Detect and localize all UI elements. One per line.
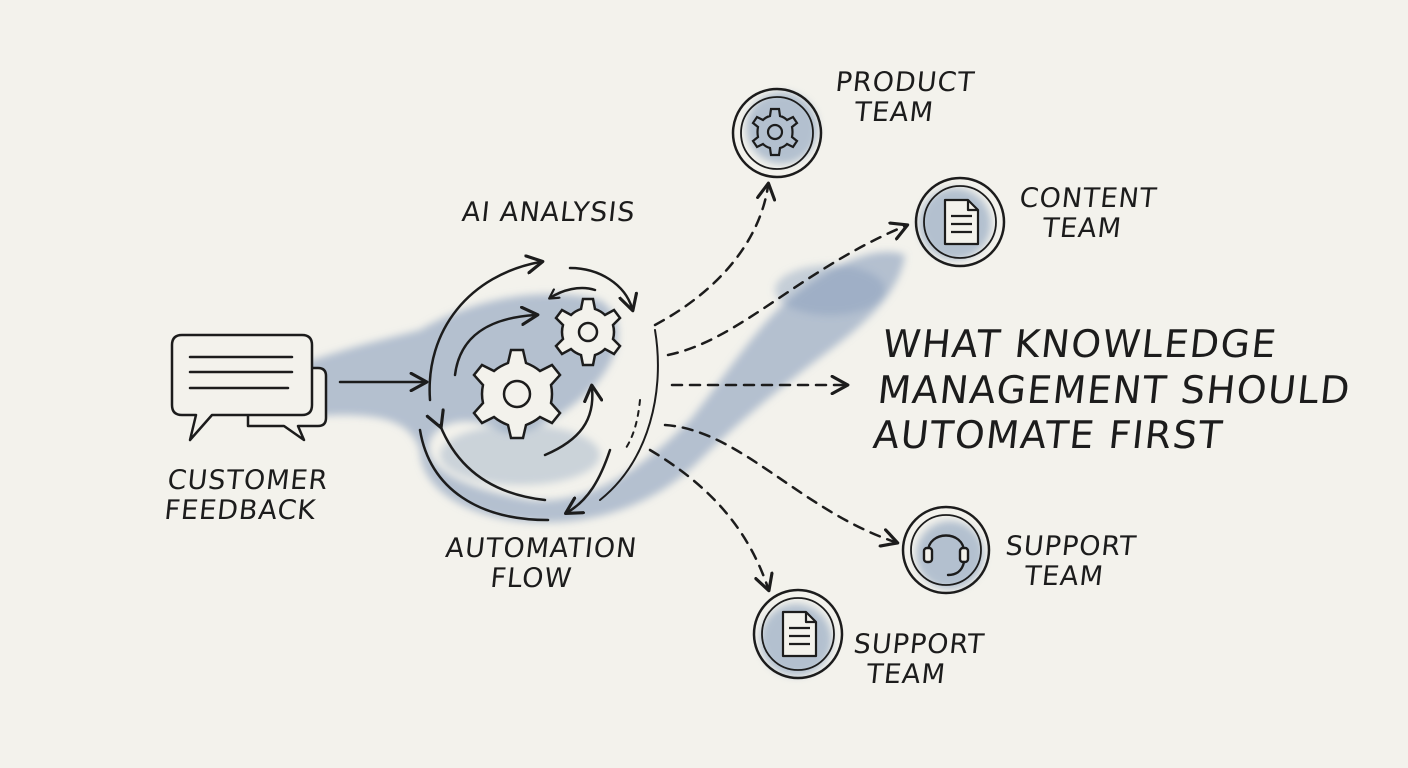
product-team-line-1: PRODUCT — [834, 67, 977, 98]
arrow-to-support-document — [648, 448, 768, 588]
title-line-1: WHAT KNOWLEDGE — [880, 322, 1280, 366]
arrow-to-content-team — [666, 226, 905, 357]
support-team-document-line-1: SUPPORT — [852, 629, 987, 660]
gear-icon — [751, 107, 799, 157]
automation-flow-label: AUTOMATION FLOW — [441, 533, 639, 595]
support-team-document-label: SUPPORT TEAM — [849, 629, 987, 691]
document-icon — [943, 198, 980, 246]
support-team-document-line-2: TEAM — [864, 659, 948, 691]
dashed-connectors — [648, 186, 905, 588]
content-team-node — [914, 176, 1006, 268]
watercolor-wash — [250, 251, 905, 523]
large-gear-icon — [472, 348, 562, 440]
arrow-to-product-team — [653, 186, 768, 327]
support-team-document-node — [752, 588, 844, 680]
document-icon — [781, 610, 818, 658]
gears-cycle-icon — [418, 262, 659, 522]
support-team-headset-label: SUPPORT TEAM — [1001, 531, 1139, 593]
product-team-node — [731, 87, 823, 179]
automation-flow-line-1: AUTOMATION — [444, 533, 639, 564]
ai-analysis-text: AI ANALYSIS — [460, 197, 638, 228]
product-team-line-2: TEAM — [852, 97, 936, 129]
support-team-headset-node — [901, 505, 991, 595]
support-team-headset-line-2: TEAM — [1022, 561, 1106, 593]
automation-flow-line-2: FLOW — [488, 563, 574, 595]
chat-bubbles-icon — [170, 333, 328, 442]
title-line-3: AUTOMATE FIRST — [870, 413, 1226, 458]
ai-analysis-label: AI ANALYSIS — [460, 197, 638, 228]
headset-icon — [922, 534, 970, 577]
product-team-label: PRODUCT TEAM — [831, 67, 977, 129]
title-line-2: MANAGEMENT SHOULD — [875, 367, 1354, 412]
arrow-to-support-headset — [663, 423, 895, 542]
support-team-headset-line-1: SUPPORT — [1004, 531, 1139, 562]
customer-feedback-label: CUSTOMER FEEDBACK — [162, 465, 330, 527]
page-title: WHAT KNOWLEDGE MANAGEMENT SHOULD AUTOMAT… — [871, 322, 1358, 459]
content-team-line-2: TEAM — [1040, 213, 1124, 245]
small-gear-icon — [554, 297, 622, 367]
customer-feedback-line-1: CUSTOMER — [166, 465, 330, 496]
customer-feedback-line-2: FEEDBACK — [162, 495, 318, 527]
content-team-label: CONTENT TEAM — [1015, 183, 1159, 245]
content-team-line-1: CONTENT — [1018, 183, 1159, 214]
